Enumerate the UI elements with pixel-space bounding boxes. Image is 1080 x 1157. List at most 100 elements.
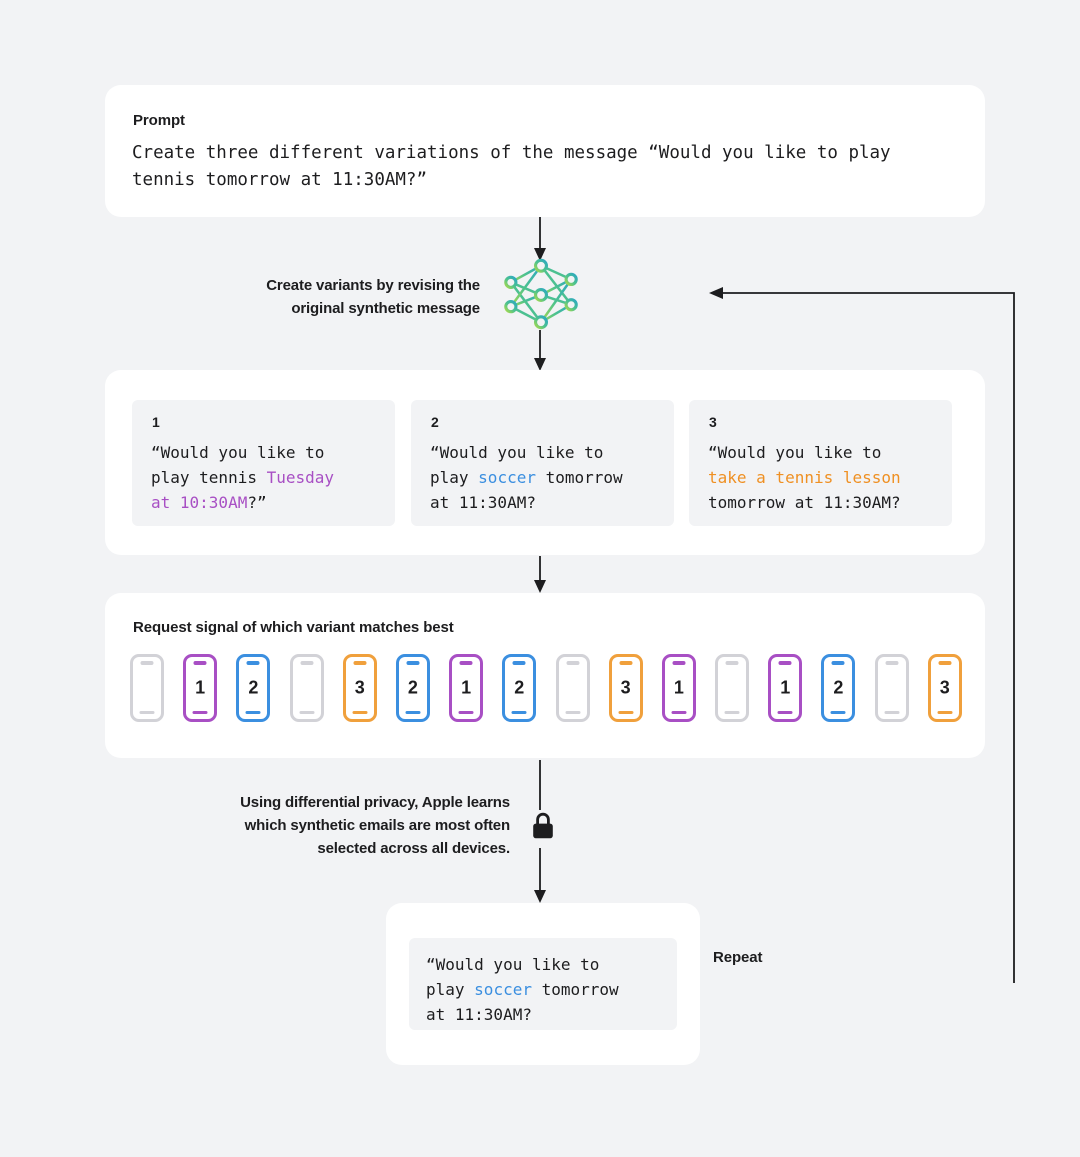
phone-notch (885, 661, 899, 665)
text-run-orange: take a tennis lesson (708, 468, 901, 487)
phone-home-indicator (405, 710, 421, 714)
arrow-lock-to-result (534, 848, 546, 903)
phone-selected-3: 3 (342, 654, 377, 722)
phone-variant-number: 2 (407, 677, 418, 698)
arrow-model-to-variants (534, 330, 546, 371)
phone-notch (140, 661, 154, 665)
phone-notch (778, 661, 792, 665)
phone-notch (831, 661, 845, 665)
neural-network-icon (504, 258, 578, 330)
phone-home-indicator (192, 710, 208, 714)
phone-variant-number: 3 (620, 677, 631, 698)
variant-card-3: 3 “Would you like to take a tennis lesso… (689, 400, 952, 526)
prompt-card: Prompt Create three different variations… (105, 85, 985, 217)
variant-text: “Would you like to play soccer tomorrow … (430, 440, 668, 515)
phone-selected-2: 2 (821, 654, 856, 722)
result-panel: “Would you like to play soccer tomorrow … (409, 938, 677, 1030)
text-run-plain: ?” (247, 493, 267, 512)
phone-selected-1: 1 (661, 654, 696, 722)
phone-notch (566, 661, 579, 665)
phone-home-indicator (352, 710, 368, 714)
phone-notch (193, 661, 207, 665)
phone-home-indicator (884, 710, 900, 714)
variant-number: 1 (152, 414, 160, 430)
phone-variant-number: 1 (780, 677, 791, 698)
phone-empty (130, 654, 164, 722)
phone-variant-number: 2 (514, 677, 525, 698)
result-text: “Would you like to play soccer tomorrow … (426, 952, 666, 1027)
phone-selected-2: 2 (236, 654, 271, 722)
phone-empty (874, 654, 909, 722)
prompt-text: Create three different variations of the… (132, 143, 902, 190)
phone-notch (512, 661, 526, 665)
phone-home-indicator (777, 710, 793, 714)
text-run-plain: “Would you like to play (430, 443, 604, 487)
phone-notch (619, 661, 633, 665)
phone-selected-1: 1 (768, 654, 803, 722)
phone-home-indicator (830, 710, 846, 714)
repeat-label: Repeat (713, 949, 763, 966)
phone-home-indicator (565, 710, 580, 714)
phone-selected-2: 2 (502, 654, 537, 722)
prompt-label: Prompt (133, 112, 185, 129)
phone-variant-number: 3 (939, 677, 950, 698)
arrow-prompt-to-model (534, 217, 546, 261)
phone-variant-number: 3 (354, 677, 365, 698)
text-run-blue: soccer (474, 980, 532, 999)
phone-selected-1: 1 (183, 654, 218, 722)
variants-card: 1 “Would you like to play tennis Tuesday… (105, 370, 985, 555)
arrow-signal-to-lock (539, 760, 541, 810)
text-run-blue: soccer (478, 468, 536, 487)
variant-number: 3 (709, 414, 717, 430)
phone-home-indicator (618, 710, 634, 714)
phone-notch (406, 661, 420, 665)
phone-home-indicator (139, 710, 155, 714)
phone-notch (459, 661, 473, 665)
phone-home-indicator (458, 710, 474, 714)
phone-empty (715, 654, 750, 722)
signal-card: Request signal of which variant matches … (105, 593, 985, 758)
variant-text: “Would you like to play tennis Tuesday a… (151, 440, 389, 515)
phone-variant-number: 1 (461, 677, 472, 698)
phone-notch (353, 661, 367, 665)
phone-notch (672, 661, 686, 665)
phone-selected-1: 1 (449, 654, 484, 722)
phone-notch (246, 661, 260, 665)
text-run-plain: “Would you like to play (426, 955, 600, 999)
text-run-plain: tomorrow at 11:30AM? (426, 980, 619, 1024)
phone-notch (300, 661, 314, 665)
phone-empty (289, 654, 324, 722)
phone-empty (555, 654, 590, 722)
phone-home-indicator (937, 710, 953, 714)
text-run-purple: Tuesday at 10:30AM (151, 468, 335, 512)
phone-selected-2: 2 (395, 654, 430, 722)
phone-variant-number: 1 (673, 677, 684, 698)
phone-variant-number: 2 (248, 677, 259, 698)
phone-selected-3: 3 (927, 654, 962, 722)
phone-notch (938, 661, 952, 665)
variant-card-2: 2 “Would you like to play soccer tomorro… (411, 400, 674, 526)
text-run-plain: “Would you like to play tennis (151, 443, 325, 487)
phone-home-indicator (245, 710, 261, 714)
text-run-plain: tomorrow at 11:30AM? (430, 468, 623, 512)
phone-variant-number: 2 (833, 677, 844, 698)
phone-home-indicator (511, 710, 527, 714)
lock-icon (533, 812, 553, 839)
text-run-plain: “Would you like to (708, 443, 882, 462)
phone-home-indicator (299, 710, 315, 714)
phone-notch (725, 661, 739, 665)
variant-number: 2 (431, 414, 439, 430)
privacy-label: Using differential privacy, Apple learns… (240, 794, 510, 857)
phone-row: 1 2 3 2 1 2 3 1 1 2 3 (130, 654, 962, 722)
signal-title: Request signal of which variant matches … (133, 619, 454, 636)
variant-card-1: 1 “Would you like to play tennis Tuesday… (132, 400, 395, 526)
phone-variant-number: 1 (195, 677, 206, 698)
phone-home-indicator (671, 710, 687, 714)
arrow-variants-to-signal (534, 556, 546, 593)
result-card: “Would you like to play soccer tomorrow … (386, 903, 700, 1065)
phone-selected-3: 3 (608, 654, 643, 722)
create-variants-label: Create variants by revising the original… (266, 277, 480, 317)
phone-home-indicator (724, 710, 740, 714)
text-run-plain: tomorrow at 11:30AM? (708, 493, 901, 512)
